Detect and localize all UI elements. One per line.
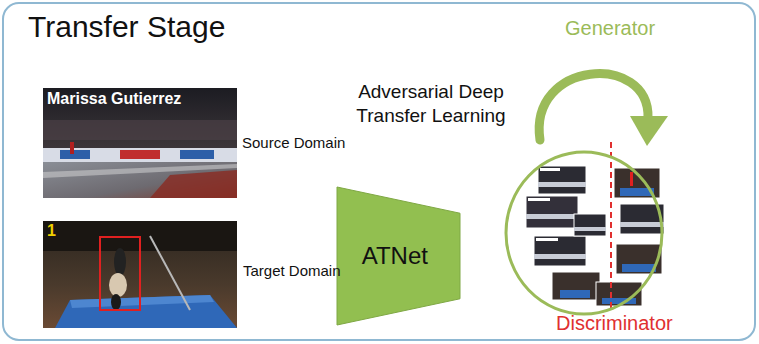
circle-node: GeneratorDiscriminator [504,150,664,316]
source-photo [43,88,237,198]
circle-outline [504,150,664,316]
decision-line [610,142,612,308]
discriminator-label: Discriminator [556,311,673,336]
trapezoid-node: Adversarial Deep Transfer LearningATNet [337,187,460,325]
domain-label: Target Domain [243,262,341,279]
domain-label: Source Domain [242,134,345,151]
node-label: ATNet [362,241,428,271]
overlay-name: Marissa Gutierrez [47,90,181,108]
bounding-box [100,237,140,310]
generator-label: Generator [565,16,655,41]
overlay-number: 1 [47,222,56,240]
target-photo [43,221,237,328]
heading: Adversarial Deep Transfer Learning [345,80,517,128]
generator-arrow [539,74,668,146]
title: Transfer Stage [28,10,225,44]
frame [3,3,755,340]
